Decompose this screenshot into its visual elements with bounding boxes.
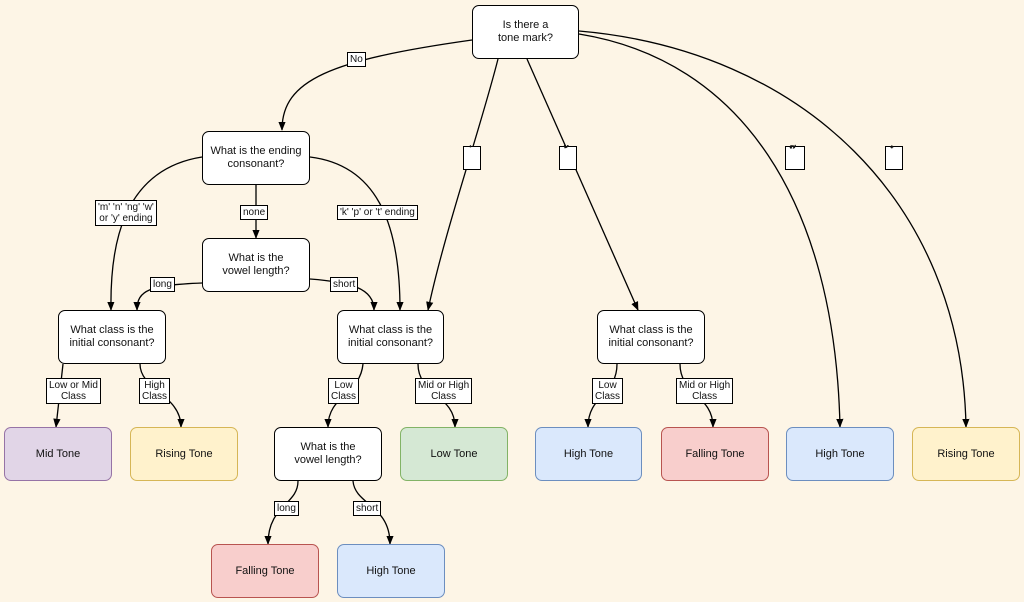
result-high-tone: High Tone <box>786 427 894 481</box>
result-high-tone: High Tone <box>535 427 642 481</box>
edge-label-long: long <box>274 501 299 516</box>
edge-mai-chattawa <box>578 30 970 428</box>
edge-label-short: short <box>330 277 359 292</box>
question-consonant-class: What class is the initial consonant? <box>337 310 444 364</box>
edge-label-no: No <box>347 52 366 67</box>
edge-label-low-class: Low Class <box>328 378 360 404</box>
edge-label-long: long <box>150 277 175 292</box>
edge-label-low-or-mid-class: Low or Mid Class <box>46 378 101 404</box>
edge-no <box>278 39 473 131</box>
result-falling-tone: Falling Tone <box>211 544 319 598</box>
result-falling-tone: Falling Tone <box>661 427 769 481</box>
edge-label-high-class: High Class <box>139 378 171 404</box>
edge-label-mai-tho: ้ <box>559 146 577 170</box>
edge-label-stop-ending: 'k' 'p' or 't' ending <box>337 205 418 220</box>
edge-mai-ek <box>426 58 499 311</box>
edge-label-none: none <box>240 205 269 220</box>
edge-mai-tri <box>578 33 844 428</box>
edge-stop <box>309 156 404 311</box>
edge-label-mid-or-high-class: Mid or High Class <box>415 378 473 404</box>
question-vowel-length: What is the vowel length? <box>274 427 382 481</box>
edge-mai-tho <box>526 58 639 311</box>
question-tone-mark: Is there a tone mark? <box>472 5 579 59</box>
question-consonant-class: What class is the initial consonant? <box>597 310 705 364</box>
edge-label-sonorant-ending: 'm' 'n' 'ng' 'w' or 'y' ending <box>95 200 157 226</box>
edge-label-mai-tri: ๊ <box>785 146 805 170</box>
result-mid-tone: Mid Tone <box>4 427 112 481</box>
edge-label-mai-chattawa: ๋ <box>885 146 903 170</box>
result-rising-tone: Rising Tone <box>912 427 1020 481</box>
question-consonant-class: What class is the initial consonant? <box>58 310 166 364</box>
result-high-tone: High Tone <box>337 544 445 598</box>
edge-label-mid-or-high-class: Mid or High Class <box>676 378 734 404</box>
question-ending-consonant: What is the ending consonant? <box>202 131 310 185</box>
result-low-tone: Low Tone <box>400 427 508 481</box>
question-vowel-length: What is the vowel length? <box>202 238 310 292</box>
result-rising-tone: Rising Tone <box>130 427 238 481</box>
edge-label-short: short <box>353 501 382 516</box>
edge-label-mai-ek: ่ <box>463 146 481 170</box>
edge-label-low-class: Low Class <box>592 378 624 404</box>
